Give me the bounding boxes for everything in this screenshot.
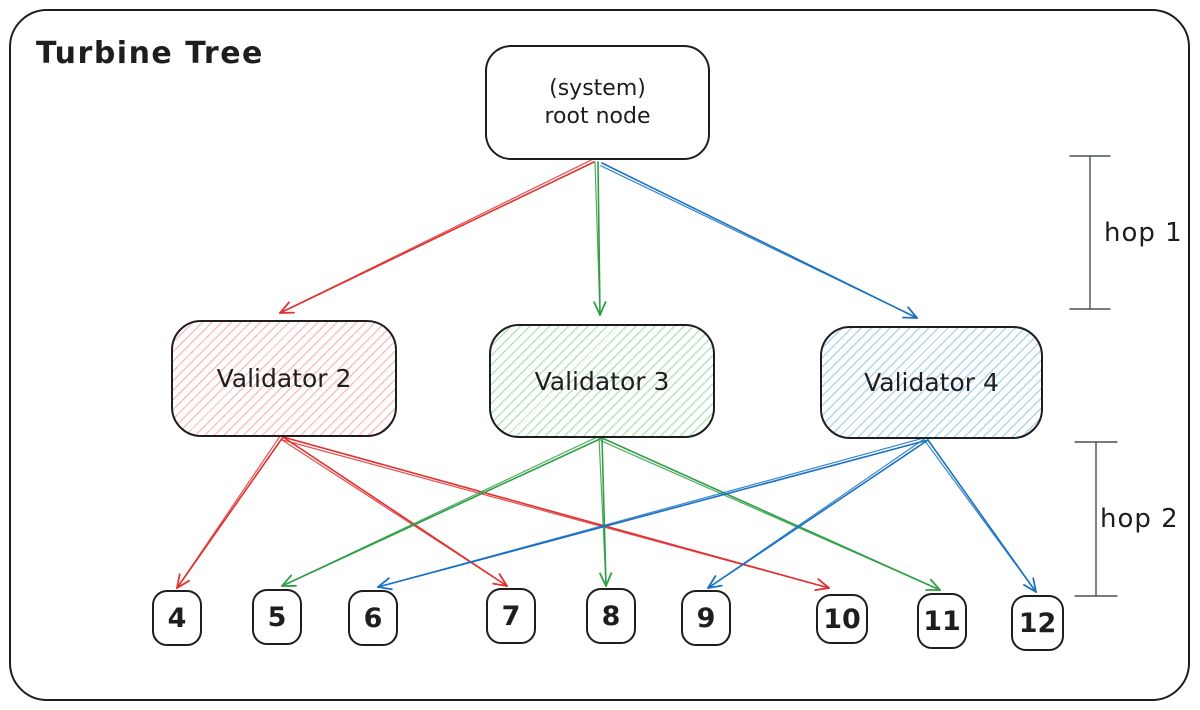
leaf-node-5-label: 5 (267, 601, 287, 633)
validator-4-label: Validator 4 (864, 368, 999, 397)
validator-4-node[interactable]: Validator 4 (820, 326, 1043, 439)
leaf-node-6[interactable]: 6 (348, 590, 398, 646)
hop-1-label: hop 1 (1104, 218, 1183, 248)
leaf-node-11[interactable]: 11 (917, 593, 967, 649)
leaf-node-12-label: 12 (1018, 607, 1057, 639)
leaf-node-5[interactable]: 5 (252, 589, 302, 645)
diagram-title: Turbine Tree (36, 36, 264, 71)
leaf-node-10-label: 10 (823, 603, 861, 635)
validator-2-label: Validator 2 (216, 364, 352, 393)
leaf-node-11-label: 11 (923, 605, 961, 637)
root-node-label-line1: (system) (549, 75, 646, 101)
leaf-node-9-label: 9 (696, 602, 716, 634)
leaf-node-10[interactable]: 10 (816, 594, 868, 644)
leaf-node-4-label: 4 (167, 602, 187, 634)
validator-3-node[interactable]: Validator 3 (489, 324, 715, 438)
leaf-node-4[interactable]: 4 (152, 590, 202, 646)
validator-3-label: Validator 3 (534, 366, 670, 396)
validator-2-node[interactable]: Validator 2 (171, 320, 397, 437)
leaf-node-6-label: 6 (363, 602, 383, 634)
diagram-frame (9, 9, 1190, 701)
root-node-label-line2: root node (544, 103, 651, 129)
leaf-node-7-label: 7 (501, 600, 521, 632)
leaf-node-8[interactable]: 8 (586, 588, 636, 644)
leaf-node-9[interactable]: 9 (681, 590, 731, 646)
hop-2-label: hop 2 (1100, 504, 1179, 534)
root-node[interactable]: (system) root node (485, 45, 710, 160)
leaf-node-7[interactable]: 7 (486, 588, 536, 644)
leaf-node-12[interactable]: 12 (1011, 595, 1064, 651)
leaf-node-8-label: 8 (601, 600, 621, 632)
